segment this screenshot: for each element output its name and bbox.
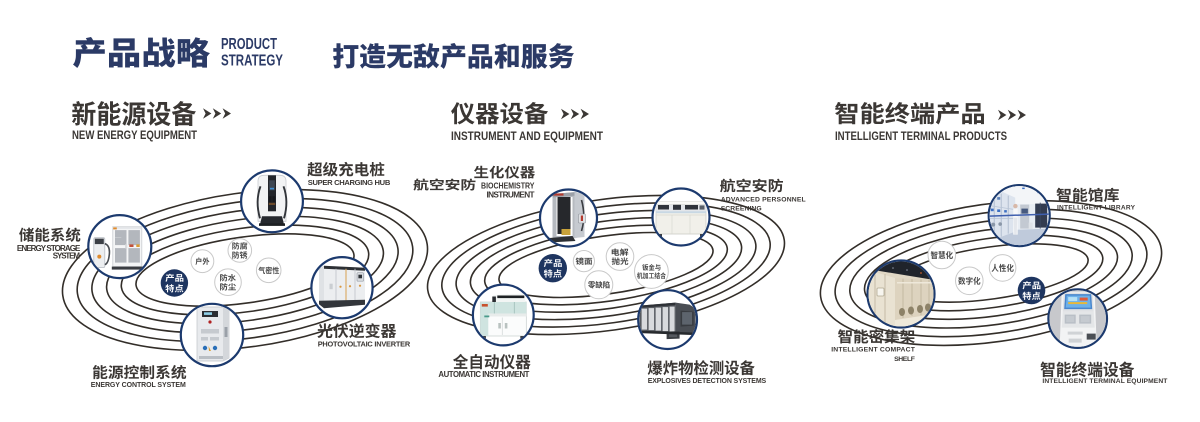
svg-text:INSTRUMENT AND EQUIPMENT: INSTRUMENT AND EQUIPMENT <box>451 130 603 143</box>
svg-text:INTELLIGENT TERMINAL PRODUCTS: INTELLIGENT TERMINAL PRODUCTS <box>835 130 1007 143</box>
svg-text:EXPLOSIVES DETECTION SYSTEMS: EXPLOSIVES DETECTION SYSTEMS <box>648 378 767 385</box>
svg-text:PRODUCT: PRODUCT <box>221 36 277 53</box>
svg-text:SUPER CHARGING HUB: SUPER CHARGING HUB <box>308 178 391 187</box>
svg-text:INTELLIGENT LIBRARY: INTELLIGENT LIBRARY <box>1057 205 1136 212</box>
svg-text:SHELF: SHELF <box>894 356 915 363</box>
svg-text:INTELLIGENT TERMINAL EQUIPMENT: INTELLIGENT TERMINAL EQUIPMENT <box>1042 378 1168 385</box>
svg-text:ENERGY CONTROL SYSTEM: ENERGY CONTROL SYSTEM <box>91 382 186 389</box>
svg-text:BIOCHEMISTRY: BIOCHEMISTRY <box>481 181 535 190</box>
svg-text:INSTRUMENT: INSTRUMENT <box>487 191 535 200</box>
svg-text:SCREENING: SCREENING <box>721 206 762 213</box>
svg-text:AUTOMATIC INSTRUMENT: AUTOMATIC INSTRUMENT <box>438 370 529 379</box>
svg-text:INTELLIGENT COMPACT: INTELLIGENT COMPACT <box>831 347 916 354</box>
svg-text:NEW ENERGY EQUIPMENT: NEW ENERGY EQUIPMENT <box>72 129 197 142</box>
svg-text:SYSTEM: SYSTEM <box>53 251 81 260</box>
svg-text:ADVANCED PERSONNEL: ADVANCED PERSONNEL <box>721 196 806 203</box>
svg-text:STRATEGY: STRATEGY <box>221 53 283 70</box>
svg-text:ENERGY STORAGE: ENERGY STORAGE <box>17 244 81 253</box>
svg-text:PHOTOVOLTAIC INVERTER: PHOTOVOLTAIC INVERTER <box>318 339 411 348</box>
